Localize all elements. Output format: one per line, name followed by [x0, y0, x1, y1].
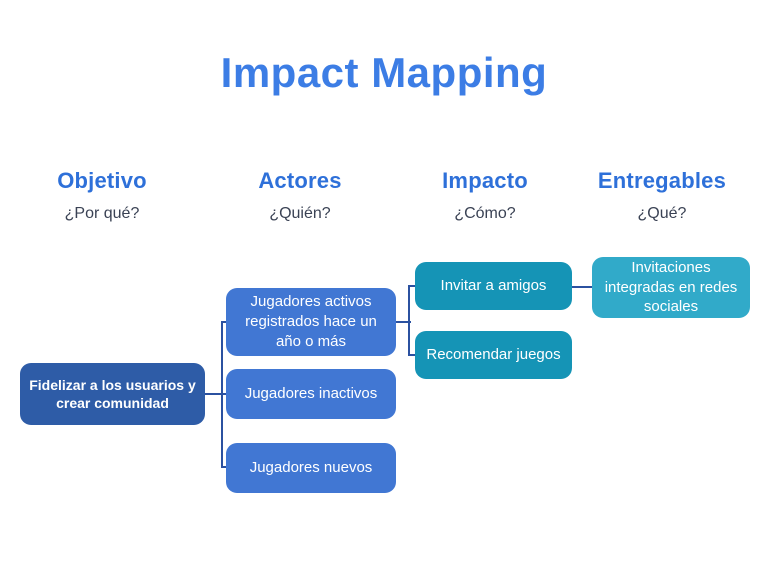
connector-impacto-trunk	[408, 285, 410, 356]
connector-actor1-to-impacto	[394, 321, 411, 323]
column-label-impacto: Impacto	[442, 168, 528, 193]
column-question-actores: ¿Quién?	[269, 205, 331, 222]
node-actor-new-players: Jugadores nuevos	[226, 443, 396, 493]
node-deliverable-social-invitations: Invitaciones integradas en redes sociale…	[592, 257, 750, 318]
connector-impacto-to-entregables	[570, 286, 594, 288]
column-label-entregables: Entregables	[597, 168, 727, 193]
connector-stub-actor-1	[221, 321, 230, 323]
node-actor-inactive-players: Jugadores inactivos	[226, 369, 396, 419]
node-objetivo: Fidelizar a los usuarios y crear comunid…	[20, 363, 205, 425]
column-header-objetivo: Objetivo ¿Por qué?	[12, 168, 192, 223]
connector-objetivo-to-actores	[203, 393, 229, 395]
connector-actores-trunk	[221, 321, 223, 468]
column-question-entregables: ¿Qué?	[637, 205, 687, 222]
column-header-entregables: Entregables ¿Qué?	[572, 168, 752, 223]
column-label-actores: Actores	[258, 168, 342, 193]
column-header-impacto: Impacto ¿Cómo?	[395, 168, 575, 223]
column-question-impacto: ¿Cómo?	[454, 205, 516, 222]
connector-stub-impacto-1	[408, 285, 418, 287]
diagram-title: Impact Mapping	[220, 49, 548, 96]
column-question-objetivo: ¿Por qué?	[64, 205, 140, 222]
node-impact-invite-friends: Invitar a amigos	[415, 262, 572, 310]
node-impact-recommend-games: Recomendar juegos	[415, 331, 572, 379]
connector-stub-actor-3	[221, 466, 230, 468]
node-actor-active-players: Jugadores activos registrados hace un añ…	[226, 288, 396, 356]
connector-stub-impacto-2	[408, 354, 418, 356]
column-label-objetivo: Objetivo	[57, 168, 147, 193]
column-header-actores: Actores ¿Quién?	[210, 168, 390, 223]
